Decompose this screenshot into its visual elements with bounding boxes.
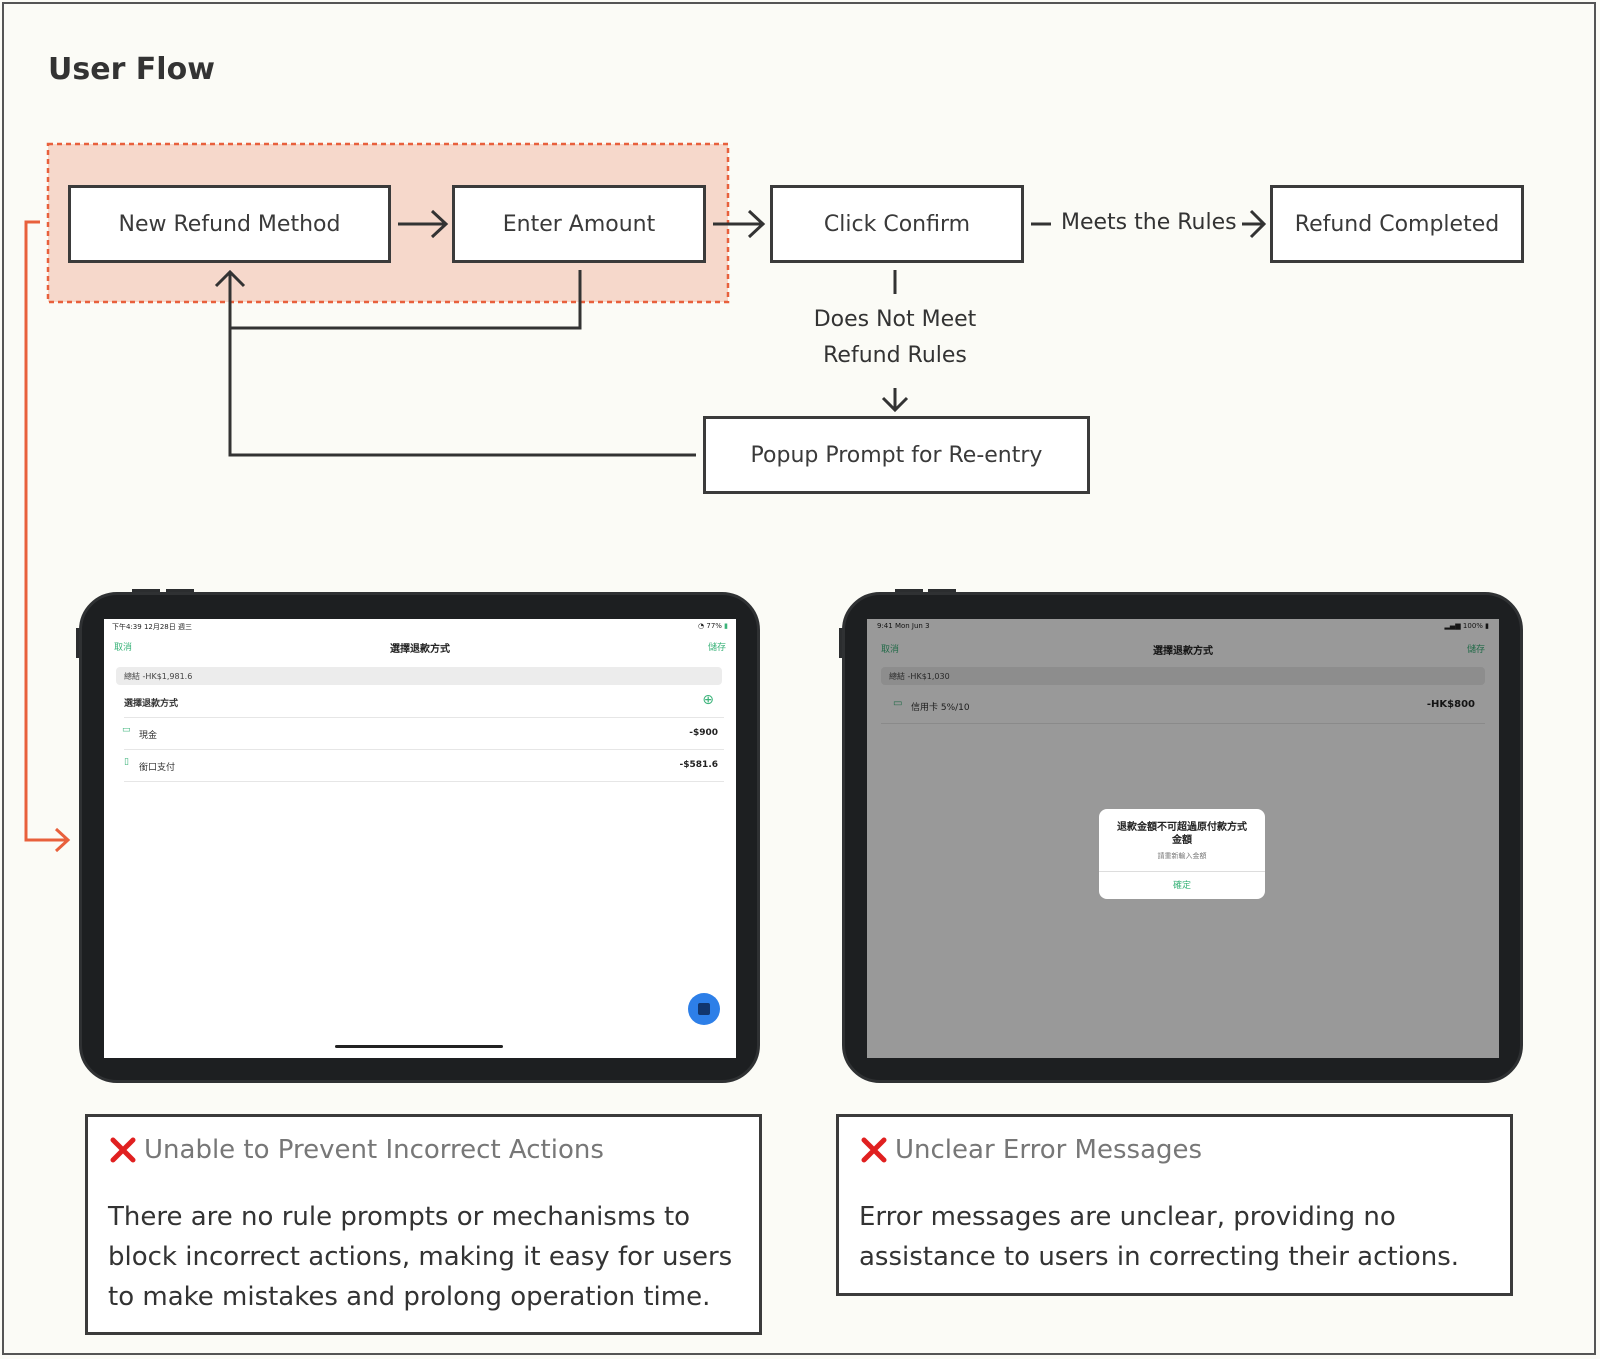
orange-arrowhead: [54, 827, 71, 853]
nav-title: 選擇退款方式: [390, 644, 450, 655]
tablet-side-button: [76, 628, 80, 658]
save-button[interactable]: 儲存: [1466, 645, 1485, 655]
arrow-refund-to-amount: [398, 209, 449, 239]
chat-fab-button[interactable]: [688, 993, 720, 1025]
row-amount: -$900: [689, 728, 718, 738]
label-line: Does Not Meet: [813, 307, 977, 332]
step-popup-prompt: Popup Prompt for Re-entry: [703, 416, 1090, 494]
loop-amount-to-refund: [230, 270, 582, 330]
status-time: 下午4:39 12月28日 週三: [112, 623, 192, 631]
arrow-up-to-refund: [214, 269, 246, 288]
battery-level: 100%: [1462, 622, 1483, 630]
tablet-right-screen: 9:41 Mon Jun 3 ▂▄▆ 100% ▮ 取消 選擇退款方式 儲存 總…: [867, 619, 1499, 1058]
card-title: Unable to Prevent Incorrect Actions: [144, 1135, 604, 1165]
card-body: There are no rule prompts or mechanisms …: [108, 1202, 733, 1312]
alert-title: 退款金額不可超過原付款方式 金額: [1107, 821, 1257, 847]
issue-card-incorrect-actions: Unable to Prevent Incorrect Actions Ther…: [85, 1114, 762, 1335]
label-line: Refund Rules: [823, 343, 967, 368]
cancel-button[interactable]: 取消: [881, 645, 900, 655]
step-label: New Refund Method: [118, 211, 341, 237]
tablet-side-button: [166, 589, 194, 593]
step-click-confirm: Click Confirm: [770, 185, 1024, 263]
arrow-to-completed: [1242, 209, 1267, 239]
error-x-icon: [110, 1137, 136, 1163]
home-indicator: [335, 1045, 503, 1048]
issue-card-error-messages: Unclear Error Messages Error messages ar…: [836, 1114, 1513, 1296]
error-alert: 退款金額不可超過原付款方式 金額 請重新輸入金額 確定: [1099, 809, 1265, 899]
arrow-amount-to-confirm: [713, 209, 766, 239]
step-label: Popup Prompt for Re-entry: [750, 442, 1043, 468]
terminal-icon: ▯: [124, 757, 129, 767]
card-body: Error messages are unclear, providing no…: [859, 1202, 1460, 1272]
row-divider: [881, 723, 1485, 724]
step-label: Click Confirm: [823, 211, 971, 237]
tablet-side-button: [895, 589, 923, 593]
add-icon[interactable]: ⊕: [702, 692, 714, 708]
battery-icon: ▮: [1482, 622, 1489, 630]
step-label: Refund Completed: [1294, 211, 1500, 237]
alert-divider: [1099, 871, 1265, 872]
tablet-right: 9:41 Mon Jun 3 ▂▄▆ 100% ▮ 取消 選擇退款方式 儲存 總…: [842, 592, 1523, 1083]
row-label: 現金: [139, 731, 158, 741]
tablet-left: 下午4:39 12月28日 週三 ◔ 77% ▮ 取消 選擇退款方式 儲存 總結…: [79, 592, 760, 1083]
section-title: 選擇退款方式: [124, 699, 179, 709]
summary-bar: 總結 -HK$1,030: [881, 667, 1485, 685]
step-refund-completed: Refund Completed: [1270, 185, 1524, 263]
chat-icon: [698, 1003, 710, 1015]
cancel-button[interactable]: 取消: [114, 643, 133, 653]
label-meets-rules: Meets the Rules: [1061, 210, 1237, 235]
card-icon: ▭: [893, 698, 903, 709]
summary-bar: 總結 -HK$1,981.6: [116, 667, 722, 685]
card-title: Unclear Error Messages: [895, 1135, 1203, 1165]
row-divider: [124, 717, 724, 718]
tablet-side-button: [132, 589, 160, 593]
status-time: 9:41 Mon Jun 3: [877, 622, 930, 630]
step-enter-amount: Enter Amount: [452, 185, 706, 263]
tablet-left-screen: 下午4:39 12月28日 週三 ◔ 77% ▮ 取消 選擇退款方式 儲存 總結…: [104, 619, 736, 1058]
save-button[interactable]: 儲存: [707, 643, 726, 653]
page-title: User Flow: [48, 52, 215, 87]
alert-confirm-button[interactable]: 確定: [1172, 881, 1191, 891]
step-new-refund-method: New Refund Method: [68, 185, 391, 263]
error-x-icon: [861, 1137, 887, 1163]
tablet-side-button: [928, 589, 956, 593]
battery-icon: ▮: [721, 622, 728, 630]
status-battery: ◔ 77% ▮: [698, 622, 728, 630]
orange-connector: [24, 220, 66, 842]
row-label: 信用卡 5%/10: [911, 703, 970, 713]
tablet-side-button: [839, 628, 843, 658]
row-amount: -$581.6: [679, 760, 718, 770]
label-not-meet-rules: Does Not Meet Refund Rules: [780, 302, 1010, 374]
alert-message: 請重新輸入金額: [1157, 852, 1207, 860]
row-divider: [124, 781, 724, 782]
signal-icon: ▂▄▆: [1444, 622, 1463, 630]
alert-title-line: 退款金額不可超過原付款方式: [1117, 822, 1247, 833]
wifi-icon: ◔: [698, 622, 707, 630]
step-label: Enter Amount: [502, 211, 656, 237]
status-battery: ▂▄▆ 100% ▮: [1445, 622, 1489, 630]
row-label: 銜口支付: [139, 763, 176, 773]
battery-level: 77%: [706, 622, 722, 630]
loop-popup-to-refund: [228, 272, 696, 457]
alert-title-line: 金額: [1172, 835, 1192, 846]
row-amount: -HK$800: [1426, 699, 1475, 710]
row-divider: [124, 749, 724, 750]
cash-icon: ▭: [122, 725, 131, 735]
nav-title: 選擇退款方式: [1153, 646, 1213, 657]
arrow-to-popup: [881, 388, 909, 413]
